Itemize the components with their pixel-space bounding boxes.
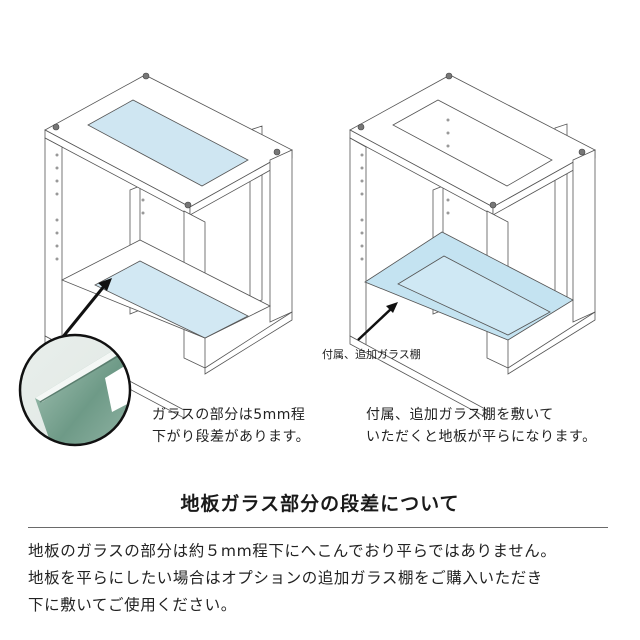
left-caption-line: ガラスの部分は5mm程 — [152, 407, 306, 423]
body-line: 地板のガラスの部分は約５mm程下にへこんでおり平らではありません。 — [28, 542, 557, 560]
right-caption-line: いただくと地板が平らになります。 — [366, 429, 597, 445]
section-body: 地板のガラスの部分は約５mm程下にへこんでおり平らではありません。 地板を平らに… — [28, 538, 628, 619]
right-cabinet-drawing — [349, 72, 596, 419]
pointer-arrow-icon — [357, 302, 398, 341]
right-caption: 付属、追加ガラス棚を敷いて いただくと地板が平らになります。 — [366, 404, 597, 448]
body-line: 下に敷いてご使用ください。 — [28, 596, 237, 614]
glass-shelf-pointer-label: 付属、追加ガラス棚 — [322, 348, 421, 361]
left-caption: ガラスの部分は5mm程 下がり段差があります。 — [152, 404, 310, 448]
left-cabinet-drawing — [44, 72, 293, 419]
left-caption-line: 下がり段差があります。 — [152, 429, 311, 445]
divider — [28, 527, 608, 528]
right-caption-line: 付属、追加ガラス棚を敷いて — [366, 407, 554, 423]
product-illustrations — [18, 72, 596, 447]
arrow-icon — [60, 278, 112, 339]
body-line: 地板を平らにしたい場合はオプションの追加ガラス棚をご購入いただき — [28, 569, 543, 587]
section-title: 地板ガラス部分の段差について — [180, 493, 460, 515]
zoom-circle-outline — [18, 333, 132, 447]
